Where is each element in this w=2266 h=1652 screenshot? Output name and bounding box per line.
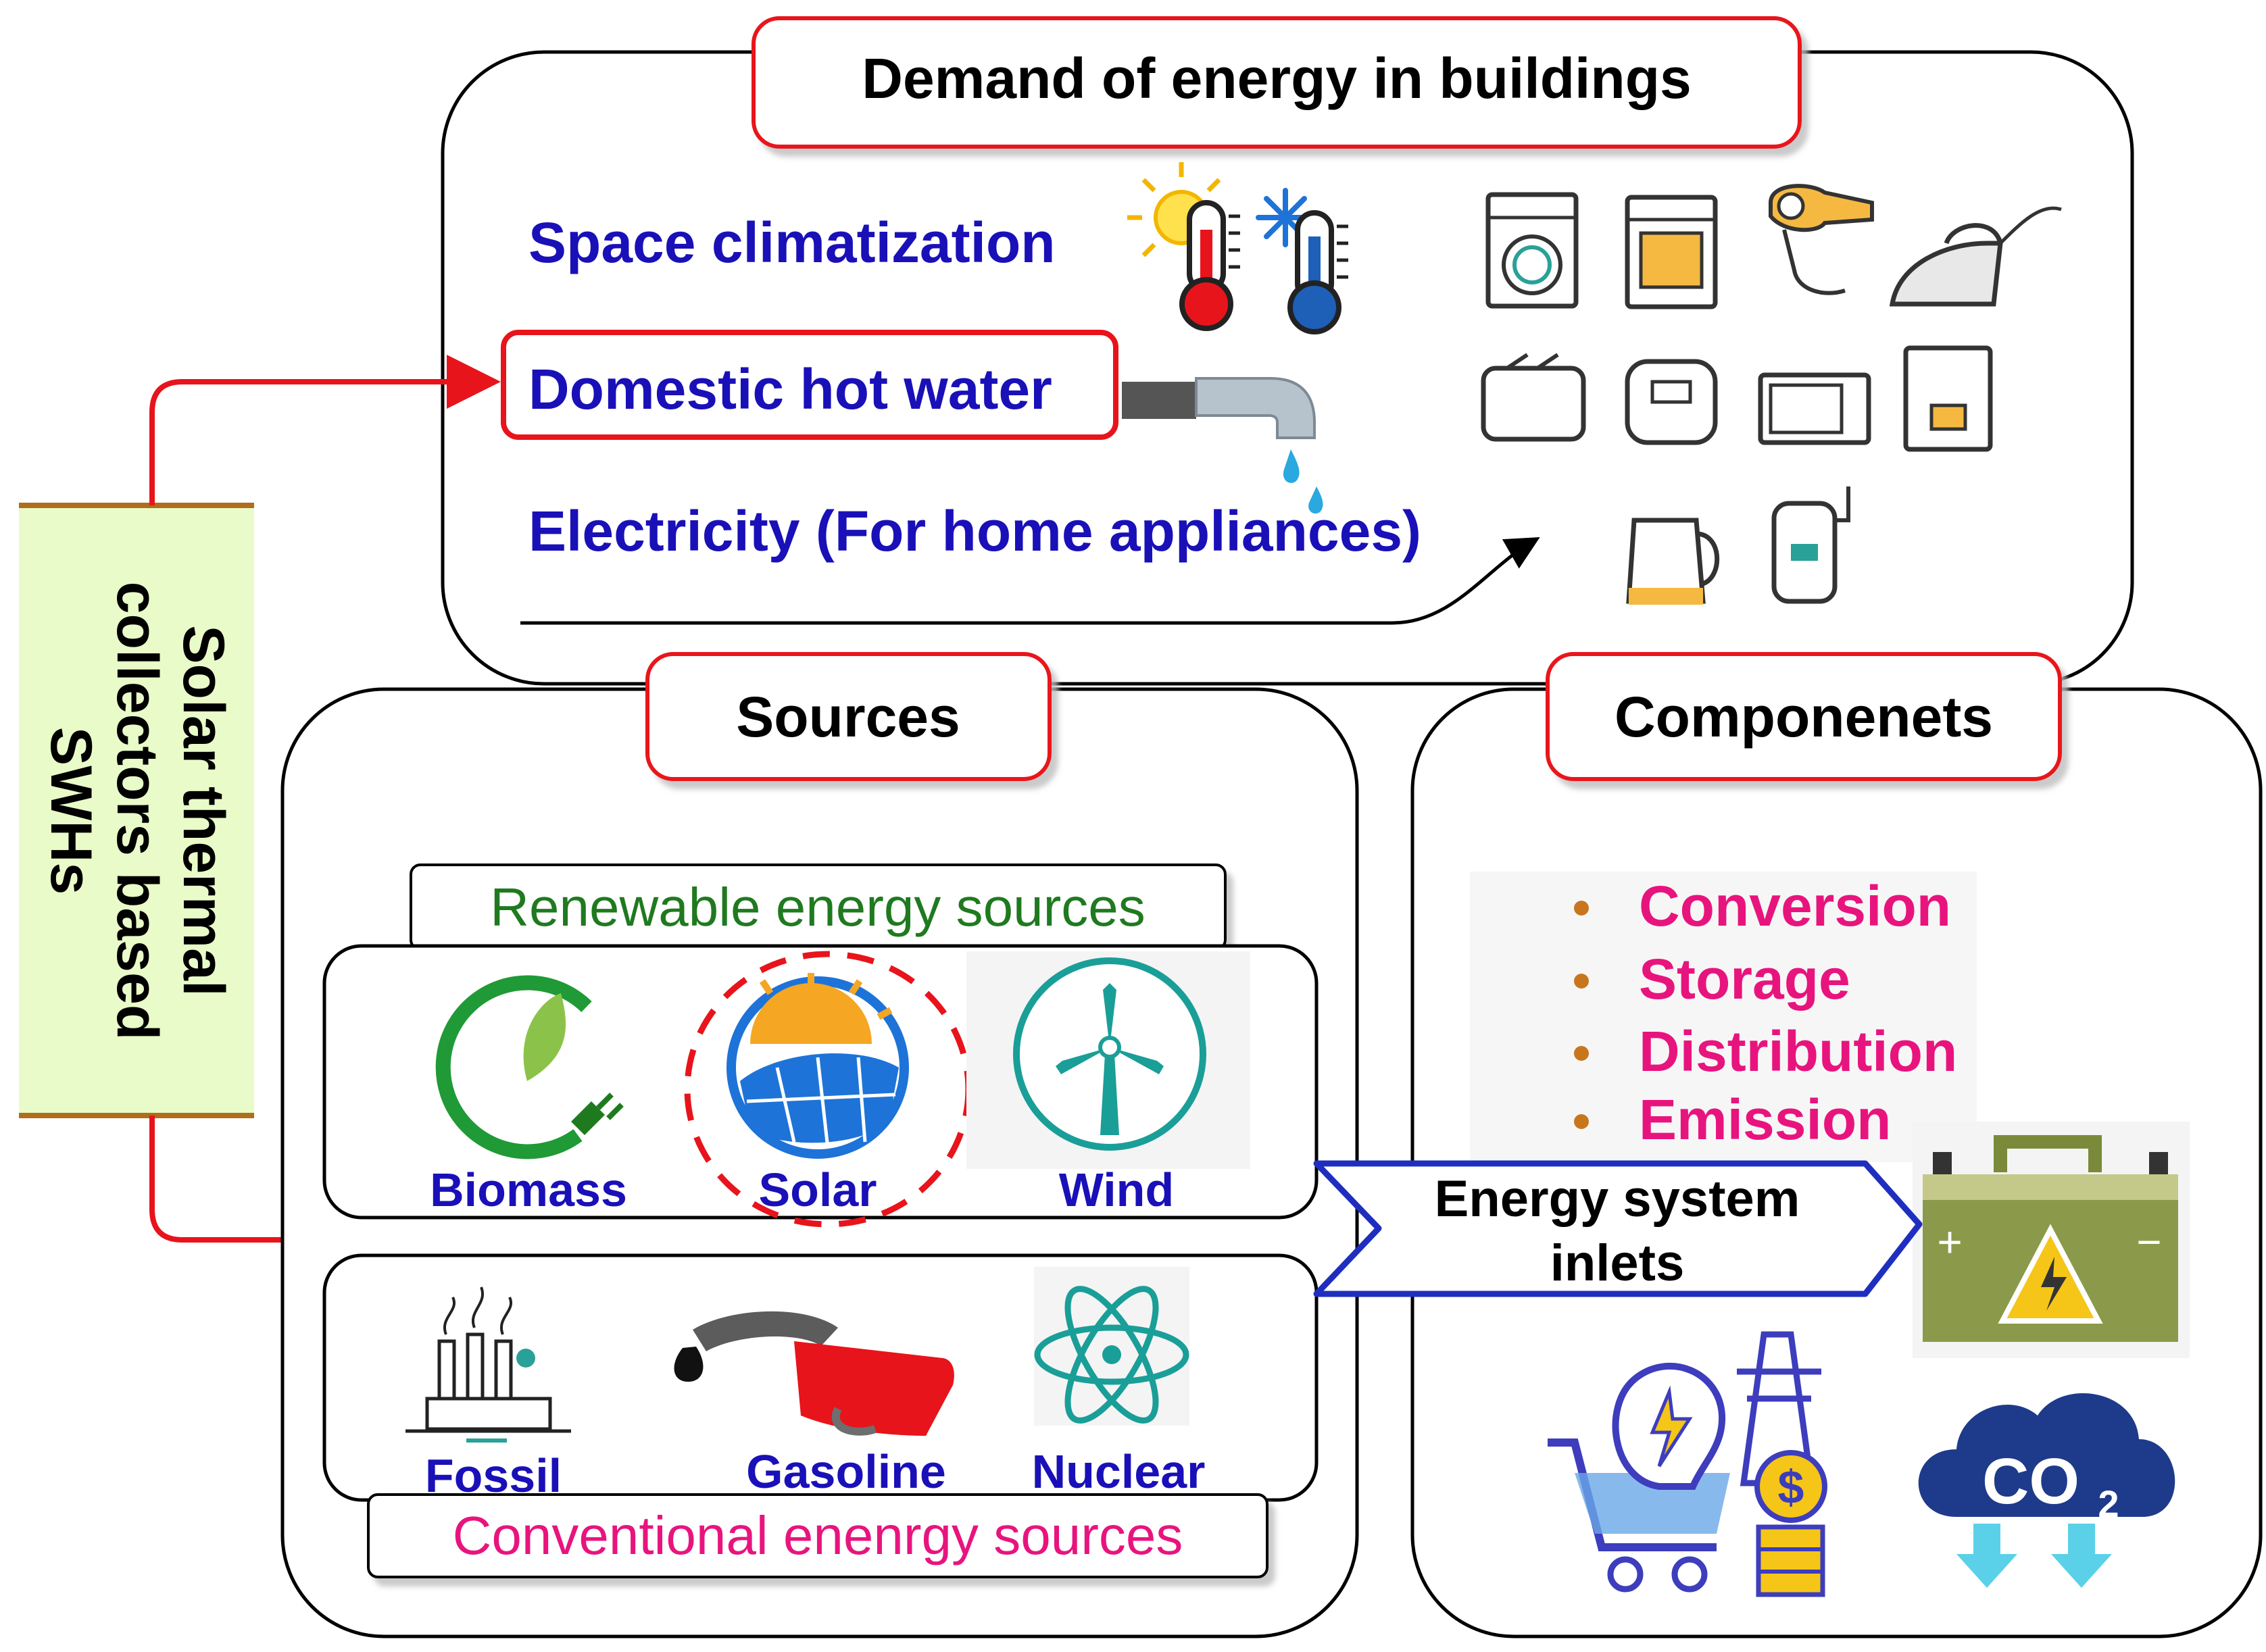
arrow-to-solar: [149, 1116, 747, 1267]
conventional-label-box: [367, 1493, 1269, 1578]
rice-cooker-icon: [1625, 359, 1718, 445]
conventional-nuclear-label: Nuclear: [1032, 1445, 1206, 1498]
components-list: Conversion Storage Distribution Emission: [1574, 874, 1957, 1151]
water-heater-icon: [1771, 486, 1850, 604]
inlets-line-1: Energy system: [1435, 1170, 1800, 1228]
inlets-line-2: inlets: [1550, 1234, 1685, 1292]
iron-icon: [1889, 206, 2062, 307]
demand-title-box: [752, 16, 1802, 149]
battery-minus: −: [2136, 1218, 2161, 1266]
faucet-icon: [1122, 377, 1323, 514]
arrow-to-domestic-hot-water: [149, 355, 501, 505]
renewable-wind-label: Wind: [1059, 1163, 1174, 1216]
cold-thermometer-icon: [1256, 188, 1348, 334]
renewable-label: Renewable energy sources: [490, 877, 1145, 937]
demand-item-electricity: Electricity (For home appliances): [528, 499, 1421, 563]
components-title-box: [1546, 652, 2062, 781]
cart-bulb-icon: [1548, 1363, 1730, 1593]
sources-title-box: [645, 652, 1052, 781]
microwave-icon: [1758, 372, 1871, 445]
components-title: Componenets: [1615, 685, 1993, 749]
conventional-gasoline-label: Gasoline: [746, 1445, 946, 1498]
component-conversion: Conversion: [1639, 874, 1951, 938]
demand-item-space-climatization: Space climatization: [528, 211, 1056, 274]
power-tower-coin-icon: $: [1737, 1331, 1827, 1597]
fossil-factory-icon: [405, 1286, 571, 1443]
demand-item-domestic-hot-water: Domestic hot water: [528, 357, 1052, 421]
side-label-line-2: collectors based: [105, 582, 170, 1041]
battery-icon: + −: [1913, 1122, 2190, 1358]
components-panel: Componenets Conversion Storage Distribut…: [1410, 652, 2263, 1638]
dollar-sign: $: [1778, 1461, 1804, 1513]
battery-plus: +: [1937, 1218, 1962, 1266]
component-storage: Storage: [1639, 947, 1850, 1011]
component-distribution: Distribution: [1639, 1020, 1957, 1083]
electricity-arrow: [520, 537, 1540, 625]
coffee-machine-icon: [1903, 345, 1993, 452]
side-label-line-3: SWHs: [39, 727, 103, 895]
solar-icon: [726, 973, 909, 1159]
washing-machine-icon: [1485, 192, 1579, 309]
conventional-label: Conventional enenrgy sources: [453, 1505, 1183, 1566]
co2-subscript: 2: [2098, 1482, 2119, 1525]
biomass-icon: [435, 975, 624, 1159]
side-label-box: [19, 505, 254, 1116]
renewable-solar-label: Solar: [758, 1163, 877, 1216]
renewable-biomass-label: Biomass: [430, 1163, 627, 1216]
hot-thermometer-icon: [1127, 162, 1240, 331]
wind-turbine-icon: [966, 951, 1250, 1169]
side-label: Solar thermal collectors based SWHs: [19, 355, 747, 1267]
side-label-line-1: Solar thermal: [171, 625, 236, 997]
domestic-hot-water-highlight: [501, 330, 1118, 440]
toaster-icon: [1481, 353, 1586, 442]
oven-icon: [1625, 195, 1718, 309]
gasoline-nozzle-icon: [674, 1311, 954, 1436]
co2-text: CO: [1982, 1445, 2079, 1518]
sources-panel: Sources Renewable energy sources Biomass…: [280, 652, 1359, 1638]
components-list-bg: [1470, 872, 1977, 1162]
co2-cloud-icon: CO 2: [1918, 1393, 2175, 1588]
component-emission: Emission: [1639, 1088, 1891, 1151]
sources-title: Sources: [736, 685, 960, 749]
demand-panel: Demand of energy in buildings Space clim…: [441, 16, 2134, 686]
nuclear-atom-icon: [1034, 1267, 1189, 1426]
energy-system-inlets-arrow: Energy system inlets: [1313, 1160, 1923, 1297]
hair-dryer-icon: [1769, 184, 1874, 295]
kettle-icon: [1626, 518, 1720, 605]
demand-title: Demand of energy in buildings: [862, 47, 1691, 110]
